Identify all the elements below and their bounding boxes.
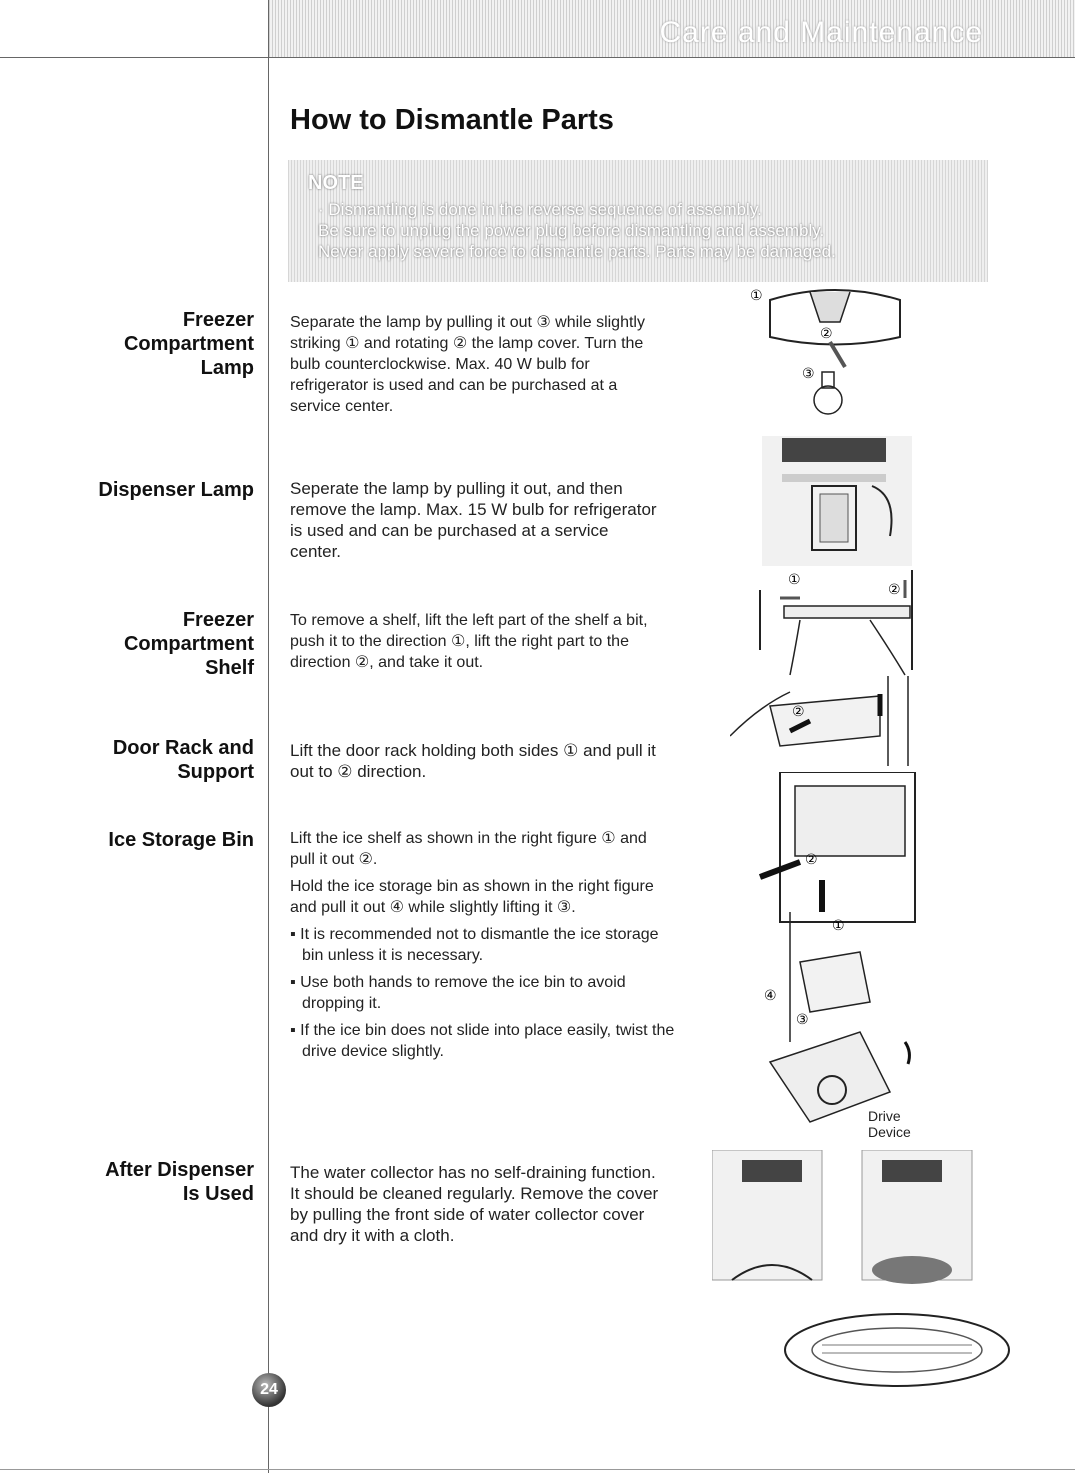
marker-1: ① xyxy=(750,288,763,304)
door-rack-illustration: ② xyxy=(730,676,909,766)
note-line: Never apply severe force to dismantle pa… xyxy=(318,242,836,261)
page-number-badge: 24 xyxy=(252,1373,286,1407)
section-banner: Care and Maintenance xyxy=(269,0,1075,57)
page-title: How to Dismantle Parts xyxy=(290,104,614,136)
figure-door-rack: ② xyxy=(730,676,920,766)
label-dispenser-lamp: Dispenser Lamp xyxy=(98,479,254,501)
label-door-rack: Door Rack and Support xyxy=(112,737,254,783)
marker-2: ② xyxy=(792,704,805,720)
lamp-cover-illustration: ① ② ③ xyxy=(750,288,901,415)
note-line: Be sure to unplug the power plug before … xyxy=(318,221,825,240)
drive-device-label: Drive Device xyxy=(868,1108,911,1140)
section-title: Care and Maintenance xyxy=(659,16,983,49)
shelf-illustration: ① ② xyxy=(759,570,913,676)
figure-water-collector xyxy=(712,1150,1012,1390)
text-after-dispenser: The water collector has no self-draining… xyxy=(290,1163,659,1245)
text-dispenser-lamp: Seperate the lamp by pulling it out, and… xyxy=(290,479,657,561)
text-door-rack: Lift the door rack holding both sides ① … xyxy=(290,741,656,781)
footer-rule xyxy=(0,1469,1075,1470)
marker-2: ② xyxy=(888,582,901,598)
header-rule xyxy=(0,57,1075,58)
ice-bin-illustration: ② ① ④ ③ xyxy=(758,772,916,1123)
figure-ice-bin: ② ① ④ ③ xyxy=(740,772,920,1152)
figure-freezer-lamp: ① ② ③ xyxy=(750,282,920,432)
marker-1: ① xyxy=(832,918,845,934)
marker-4: ④ xyxy=(764,988,777,1004)
bullet-item: ▪ If the ice bin does not slide into pla… xyxy=(290,1022,675,1060)
bullet-item: ▪ It is recommended not to dismantle the… xyxy=(290,926,659,964)
figure-shelf: ① ② xyxy=(740,570,920,680)
note-title: NOTE xyxy=(308,172,364,194)
label-freezer-shelf: Freezer Compartment Shelf xyxy=(123,609,254,679)
note-box: NOTE · Dismantling is done in the revers… xyxy=(288,160,988,282)
text-ice-bin: Lift the ice shelf as shown in the right… xyxy=(290,830,675,1060)
marker-3: ③ xyxy=(796,1012,809,1028)
marker-3: ③ xyxy=(802,366,815,382)
marker-1: ① xyxy=(788,572,801,588)
water-collector-illustration xyxy=(712,1150,1010,1387)
label-ice-bin: Ice Storage Bin xyxy=(108,829,254,851)
note-line: · Dismantling is done in the reverse seq… xyxy=(318,200,762,219)
dispenser-illustration xyxy=(762,436,912,566)
text-freezer-lamp: Separate the lamp by pulling it out ③ wh… xyxy=(290,314,645,415)
marker-2: ② xyxy=(820,326,833,342)
marker-2: ② xyxy=(805,852,818,868)
text-freezer-shelf: To remove a shelf, lift the left part of… xyxy=(290,612,648,671)
label-freezer-lamp: Freezer Compartment Lamp xyxy=(123,309,254,379)
bullet-item: ▪ Use both hands to remove the ice bin t… xyxy=(290,974,626,1012)
column-divider xyxy=(268,0,269,1473)
figure-dispenser-lamp xyxy=(762,436,912,566)
label-after-dispenser: After Dispenser Is Used xyxy=(105,1159,254,1205)
